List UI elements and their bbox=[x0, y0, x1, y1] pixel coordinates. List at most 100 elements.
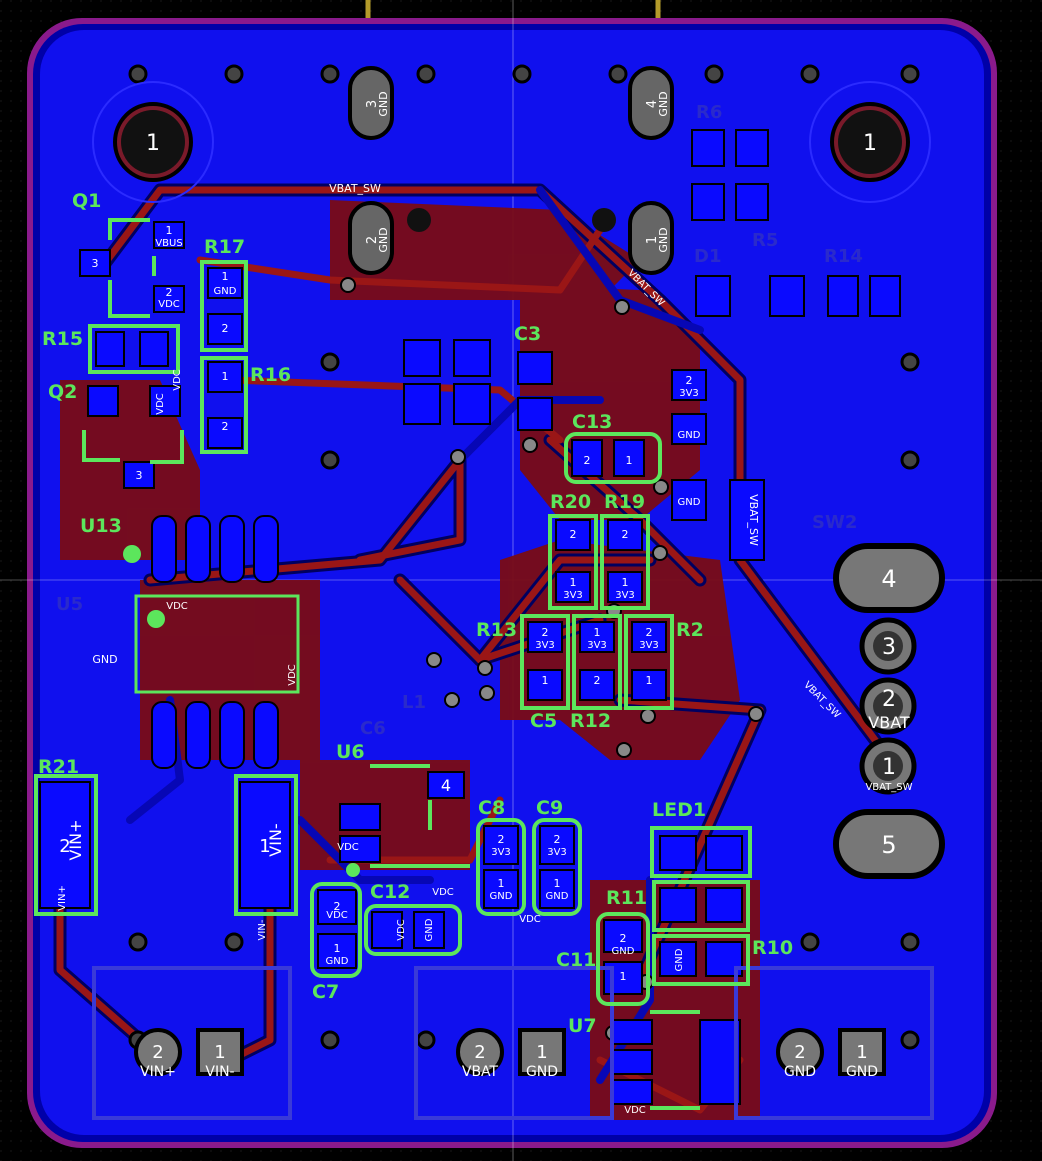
u6-pin-4: 4 bbox=[441, 776, 451, 795]
refdes-c5: C5 bbox=[530, 710, 557, 732]
net-r21-vin-plus: VIN+ bbox=[66, 819, 85, 860]
j3-pin-1-net: GND bbox=[846, 1064, 878, 1080]
refdes-u6: U6 bbox=[336, 741, 365, 763]
refdes-d1: D1 bbox=[694, 246, 721, 267]
net-vin-plus-pad: VIN+ bbox=[57, 885, 68, 911]
net-q1-vbus: VBUS bbox=[155, 238, 182, 249]
refdes-r6: R6 bbox=[696, 102, 722, 123]
c13-pin-1: 1 bbox=[626, 454, 633, 467]
net-u7-vdc: VDC bbox=[624, 1105, 646, 1116]
mounting-hole-left: 1 bbox=[92, 81, 214, 203]
r17-pin-2: 2 bbox=[222, 322, 229, 335]
r12-pin-1: 1 bbox=[594, 626, 601, 639]
r16-pin-2: 2 bbox=[222, 420, 229, 433]
net-u13-vdc-2: VDC bbox=[287, 664, 298, 686]
r21-pin-2: 2 bbox=[59, 836, 70, 857]
refdes-c6: C6 bbox=[360, 718, 386, 739]
usb-pin-2-net: GND bbox=[377, 227, 390, 252]
reference-designators-bottom: R6 R5 D1 R14 SW2 U5 C6 L1 bbox=[56, 102, 863, 739]
net-u5-gnd: GND bbox=[92, 653, 117, 666]
net-q2-vdc: VDC bbox=[155, 393, 166, 415]
net-vbat-sw-top: VBAT_SW bbox=[329, 182, 381, 195]
j3-pin-2-net: GND bbox=[784, 1064, 816, 1080]
sw2-pin-5: 5 bbox=[881, 831, 896, 859]
c11-pin-1: 1 bbox=[620, 970, 627, 983]
j1-pin-1-net: VIN- bbox=[205, 1064, 234, 1080]
net-c9-gnd: GND bbox=[546, 891, 569, 902]
refdes-u5: U5 bbox=[56, 594, 83, 615]
refdes-c7: C7 bbox=[312, 981, 339, 1003]
refdes-r19: R19 bbox=[604, 491, 645, 513]
pad-pin-numbers: 3 1 2 1 2 1 2 3 2 1 4 2 1 2 1 2 1 2 1 2 … bbox=[59, 224, 692, 983]
refdes-c3: C3 bbox=[514, 323, 541, 345]
r2-pin-2: 2 bbox=[646, 626, 653, 639]
net-r17-gnd: GND bbox=[214, 286, 237, 297]
net-c14-gnd: GND bbox=[678, 430, 701, 441]
refdes-c9: C9 bbox=[536, 797, 563, 819]
refdes-q1: Q1 bbox=[72, 190, 101, 212]
refdes-r15: R15 bbox=[42, 328, 83, 350]
net-r21-vin-minus: VIN- bbox=[266, 823, 285, 856]
j2-pin-2: 2 bbox=[474, 1042, 485, 1063]
silk-pin1-dots bbox=[123, 545, 360, 877]
net-gnd-pad: GND bbox=[678, 497, 701, 508]
c8-pin-1: 1 bbox=[498, 877, 505, 890]
net-vdc-trace: VDC bbox=[519, 914, 541, 925]
sw2-pin-1-net: VBAT_SW bbox=[865, 782, 912, 793]
q1-pin-3: 3 bbox=[92, 257, 99, 270]
usb-pin-4-net: GND bbox=[657, 91, 670, 116]
usb-pin-1-net: GND bbox=[657, 227, 670, 252]
j2-pin-1: 1 bbox=[536, 1042, 547, 1063]
refdes-c13: C13 bbox=[572, 411, 612, 433]
net-c8-gnd: GND bbox=[490, 891, 513, 902]
j2-pin-1-net: GND bbox=[526, 1064, 558, 1080]
refdes-r20: R20 bbox=[550, 491, 591, 513]
refdes-l1: L1 bbox=[402, 692, 426, 713]
q1-pin-2: 2 bbox=[166, 286, 173, 299]
j1-pin-1: 1 bbox=[214, 1042, 225, 1063]
net-r19-3v3: 3V3 bbox=[615, 590, 635, 601]
r12-pin-2: 2 bbox=[594, 674, 601, 687]
c14-pin-2: 2 bbox=[686, 374, 693, 387]
r20-pin-1: 1 bbox=[570, 576, 577, 589]
net-r12-3v3: 3V3 bbox=[587, 640, 607, 651]
usb-pin-1: 1 bbox=[645, 236, 660, 244]
c9-pin-2: 2 bbox=[554, 833, 561, 846]
net-c7-gnd: GND bbox=[326, 956, 349, 967]
net-c14-3v3: 3V3 bbox=[679, 388, 699, 399]
sw2-pin-2-net: VBAT bbox=[868, 713, 910, 732]
refdes-c8: C8 bbox=[478, 797, 505, 819]
r13-pin-2: 2 bbox=[542, 626, 549, 639]
net-u6-vdc: VDC bbox=[337, 842, 359, 853]
refdes-r2: R2 bbox=[676, 619, 704, 641]
mounting-hole-left-label: 1 bbox=[146, 131, 160, 156]
mounting-hole-right: 1 bbox=[809, 81, 931, 203]
refdes-c12: C12 bbox=[370, 881, 410, 903]
refdes-r21: R21 bbox=[38, 756, 79, 778]
net-c12-vdc: VDC bbox=[432, 887, 454, 898]
usb-shield-pads: 3 4 2 1 GND GND GND GND bbox=[348, 66, 674, 275]
refdes-q2: Q2 bbox=[48, 381, 77, 403]
terminal-connectors: 2 1 VIN+ VIN- 2 1 VBAT GND 2 1 GND GND bbox=[92, 966, 934, 1120]
c9-pin-1: 1 bbox=[554, 877, 561, 890]
sw2-pin-4: 4 bbox=[881, 565, 896, 593]
q2-pin-3: 3 bbox=[136, 469, 143, 482]
grid-holes bbox=[128, 64, 920, 1050]
reference-designators: Q1 R15 Q2 R17 R16 U13 R21 U6 C7 C12 C8 C… bbox=[38, 190, 793, 1037]
net-r15-vdc: VDC bbox=[172, 369, 183, 391]
j1-pin-2-net: VIN+ bbox=[140, 1064, 176, 1080]
usb-pin-3: 3 bbox=[365, 100, 380, 108]
sw2-pin-2: 2 bbox=[882, 687, 896, 712]
net-c12-gnd-pad: GND bbox=[424, 918, 435, 941]
net-c8-3v3: 3V3 bbox=[491, 847, 511, 858]
net-c11-gnd: GND bbox=[612, 946, 635, 957]
r19-pin-1: 1 bbox=[622, 576, 629, 589]
r19-pin-2: 2 bbox=[622, 528, 629, 541]
net-c7-vdc: VDC bbox=[326, 910, 348, 921]
r20-pin-2: 2 bbox=[570, 528, 577, 541]
c11-pin-2: 2 bbox=[620, 932, 627, 945]
net-r13-3v3: 3V3 bbox=[535, 640, 555, 651]
usb-pin-3-net: GND bbox=[377, 91, 390, 116]
net-q1-vdc: VDC bbox=[158, 299, 180, 310]
r17-pin-1: 1 bbox=[222, 270, 229, 283]
